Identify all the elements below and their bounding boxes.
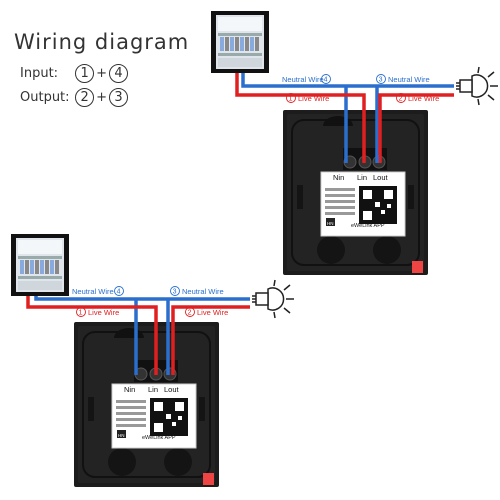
bottom-neutral-wire (34, 296, 250, 301)
bottom-brand: eWeLink APP (142, 435, 176, 441)
input-legend: Input: 1+4 (20, 64, 129, 83)
bottom-live-wire (26, 296, 158, 375)
input-label: Input: (20, 66, 59, 81)
bottom-terminal-lout: Lout (164, 385, 180, 394)
top-neutral-label-4: Neutral Wire (282, 75, 324, 84)
top-num-3: 3 (379, 77, 383, 84)
top-live-out (378, 93, 454, 163)
top-terminal-lout: Lout (373, 173, 389, 182)
output-num-a: 2 (75, 88, 95, 107)
top-badge: HN (327, 221, 334, 226)
bottom-num-2: 2 (188, 310, 192, 317)
bottom-num-1: 1 (79, 310, 83, 317)
top-live-label-1: Live Wire (298, 94, 329, 103)
bottom-neutral-label-4: Neutral Wire (72, 287, 114, 296)
top-neutral-label-3: Neutral Wire (388, 75, 430, 84)
output-legend: Output: 2+3 (20, 88, 129, 107)
bottom-live-label-1: Live Wire (88, 308, 119, 317)
top-live-wire (235, 73, 366, 163)
bottom-terminal-lin: Lin (148, 385, 158, 394)
bottom-num-3: 3 (173, 289, 177, 296)
top-terminal-nin: Nin (333, 173, 344, 182)
output-label: Output: (20, 90, 70, 105)
top-num-2: 2 (399, 96, 403, 103)
output-plus: + (96, 90, 108, 105)
top-neutral-wire (241, 73, 454, 88)
input-num-a: 1 (75, 64, 95, 83)
bottom-live-label-2: Live Wire (197, 308, 228, 317)
top-num-1: 1 (289, 96, 293, 103)
diagram-title: Wiring diagram (14, 30, 190, 54)
top-brand: eWeLink APP (351, 223, 385, 229)
input-plus: + (96, 66, 108, 81)
top-live-label-2: Live Wire (408, 94, 439, 103)
bottom-neutral-label-3: Neutral Wire (182, 287, 224, 296)
bottom-terminal-nin: Nin (124, 385, 135, 394)
input-num-b: 4 (109, 64, 129, 83)
output-num-b: 3 (109, 88, 129, 107)
bottom-badge: HN (118, 433, 125, 438)
bottom-num-4: 4 (117, 289, 121, 296)
bottom-live-out (171, 305, 250, 375)
top-num-4: 4 (324, 77, 328, 84)
top-terminal-lin: Lin (357, 173, 367, 182)
